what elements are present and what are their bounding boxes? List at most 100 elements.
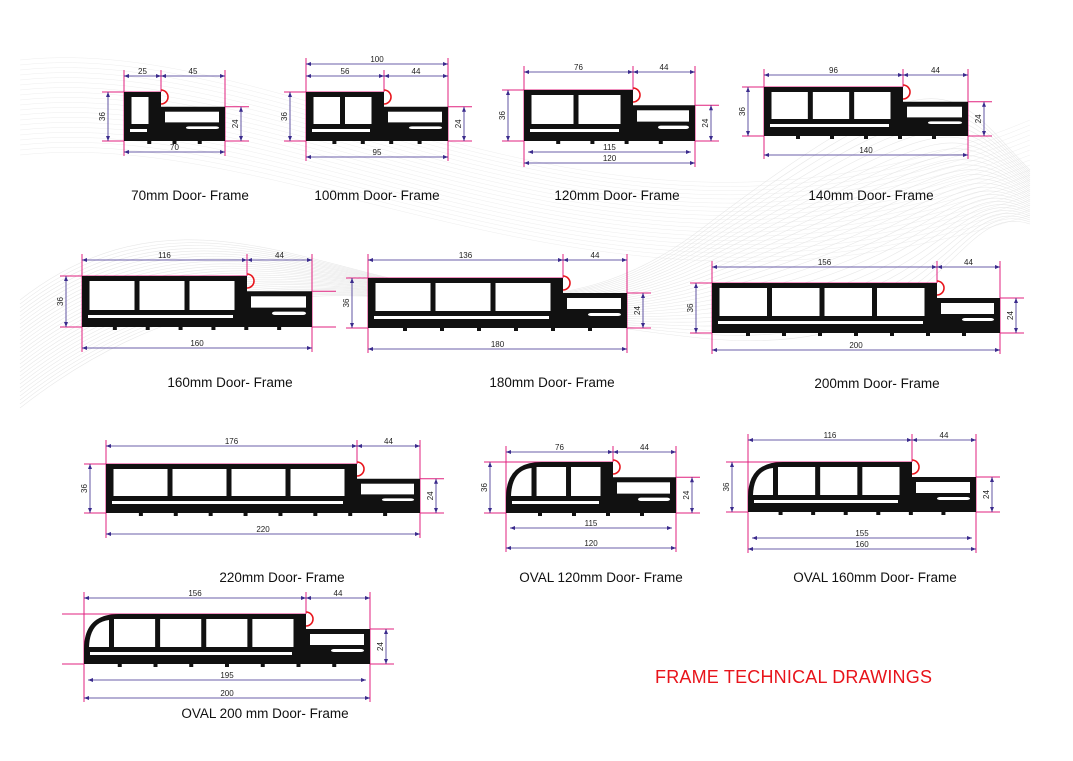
profile-tooth <box>941 512 946 515</box>
profile-flange <box>368 320 627 328</box>
profile-tooth <box>244 327 249 330</box>
profile-groove <box>88 315 233 318</box>
dimension-bottom-label: 160 <box>855 540 869 549</box>
profile-tooth <box>477 328 481 331</box>
profile-chamber <box>189 281 235 310</box>
profile-tooth <box>332 664 337 667</box>
profile-chamber <box>536 467 567 496</box>
profile-chamber <box>252 619 294 647</box>
profile-tooth <box>332 141 337 144</box>
profile-chamber <box>345 97 372 124</box>
profile-tooth <box>173 513 178 516</box>
dimension-overall-label: 100 <box>370 55 384 64</box>
profile-tooth <box>908 512 913 515</box>
dimension-top-right-label: 45 <box>189 67 198 76</box>
profile-tooth <box>782 333 786 336</box>
gasket-seal-icon <box>305 611 314 627</box>
profile-lip-slot <box>331 649 364 652</box>
frame-title: 70mm Door- Frame <box>131 188 249 203</box>
profile-tooth <box>864 136 868 139</box>
profile-flange <box>124 133 225 141</box>
dimension-bottom-label: 115 <box>585 519 598 528</box>
profile-lip-slot <box>251 296 306 308</box>
profile-tooth <box>606 513 610 516</box>
profile-groove <box>130 129 147 132</box>
swoosh-line <box>19 137 1031 250</box>
profile-chamber <box>571 467 601 496</box>
profile-flange <box>106 505 420 513</box>
profile-flange <box>712 325 1000 333</box>
dimension-bottom-label: 140 <box>859 146 873 155</box>
profile-chamber <box>435 283 491 311</box>
dimension-top-right-label: 44 <box>412 67 421 76</box>
gasket-seal-icon <box>160 89 169 105</box>
profile-chamber <box>114 619 156 647</box>
profile-chamber <box>89 281 135 310</box>
gasket-seal-icon <box>562 275 571 291</box>
frame-title: OVAL 160mm Door- Frame <box>793 570 957 585</box>
dimension-height-right-label: 24 <box>376 642 385 651</box>
profile-chamber <box>771 92 808 119</box>
gasket-seal-icon <box>356 461 365 477</box>
profile-lip-slot <box>962 318 994 321</box>
gasket-seal-icon <box>936 280 945 296</box>
profile-groove <box>718 321 923 324</box>
profile-tooth <box>926 333 930 336</box>
dimension-height-left-arrows <box>88 464 92 513</box>
dimension-height-left-arrows <box>730 462 734 512</box>
dimension-top-left-label: 25 <box>138 67 147 76</box>
profile-groove <box>112 501 343 504</box>
gasket-seal-icon <box>911 459 920 475</box>
profile-lip-slot <box>361 483 414 495</box>
dimension-top-right-label: 44 <box>640 443 649 452</box>
profile-lip-slot <box>272 311 306 315</box>
profile-tooth <box>843 512 848 515</box>
profile-tooth <box>890 333 894 336</box>
profile-tooth <box>211 327 216 330</box>
profile-tooth <box>590 141 595 144</box>
dimension-height-left-arrows <box>288 92 292 141</box>
profile-tooth <box>640 513 644 516</box>
dimension-top-right-label: 44 <box>931 66 940 75</box>
profile-tooth <box>348 513 353 516</box>
dimension-height-right-label: 24 <box>682 490 691 499</box>
profile-flange <box>82 319 312 327</box>
profile-tooth <box>658 141 663 144</box>
profile-lip-slot <box>638 497 670 501</box>
profile-lip-slot <box>382 498 414 501</box>
profile-lip-slot <box>907 106 962 118</box>
dimension-top-left-label: 116 <box>824 431 837 440</box>
profile-lip-slot <box>658 125 689 129</box>
gasket-seal-icon <box>902 84 911 100</box>
profile-tooth <box>189 664 194 667</box>
frame-title: 100mm Door- Frame <box>314 188 440 203</box>
profile-tooth <box>876 512 881 515</box>
profile-tooth <box>551 328 555 331</box>
profile-chamber <box>854 92 891 119</box>
profile-tooth <box>778 512 783 515</box>
profile-chamber <box>578 95 621 124</box>
dimension-height-left-label: 36 <box>56 297 65 306</box>
profile-lip-slot <box>186 126 219 129</box>
profile-tooth <box>746 333 750 336</box>
dimension-height-left-label: 36 <box>686 303 695 312</box>
dimension-height-left-label: 36 <box>498 111 507 120</box>
dimension-bottom-label: 160 <box>190 339 204 348</box>
dimension-top-right-label: 44 <box>940 431 949 440</box>
profile-tooth <box>208 513 213 516</box>
dimension-bottom-label: 120 <box>584 539 598 548</box>
dimension-height-right-label: 24 <box>974 114 983 123</box>
profile-tooth <box>225 664 229 667</box>
profile-tooth <box>389 141 394 144</box>
profile-chamber <box>231 469 286 496</box>
dimension-top-right-label: 44 <box>591 251 600 260</box>
profile-tooth <box>360 141 365 144</box>
profile-lip-slot <box>388 111 442 123</box>
gasket-seal-icon <box>246 273 255 289</box>
